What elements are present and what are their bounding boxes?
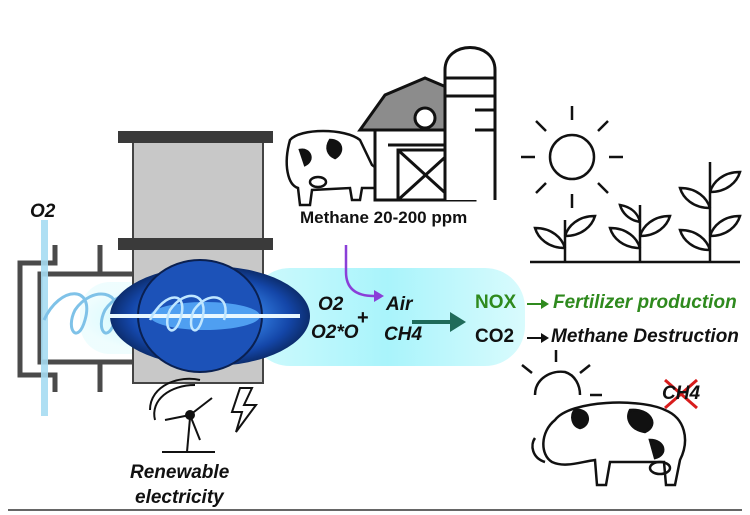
air-label: Air <box>386 294 413 315</box>
plasma-species-line2: O2*O <box>311 322 359 343</box>
cow-icon <box>531 401 687 487</box>
crossed-ch4-label: CH4 <box>662 383 701 404</box>
o2-inlet-text: O2 <box>30 201 56 222</box>
methane-inflow-arrow <box>344 245 375 298</box>
fertilizer-label: Fertilizer production <box>553 292 737 313</box>
plant-icon <box>530 162 742 264</box>
nox-label: NOX <box>475 292 517 313</box>
ch4-label: CH4 <box>384 324 423 345</box>
sun-icon <box>521 106 623 208</box>
silo-icon <box>443 46 497 200</box>
lightning-icon <box>230 387 258 433</box>
destruction-arrow <box>527 333 549 343</box>
cow-icon <box>285 129 381 207</box>
methane-destruction-label: Methane Destruction <box>551 326 739 347</box>
o2-inlet-label: O2 <box>30 201 55 223</box>
plus-sign: + <box>357 307 369 329</box>
sun-icon <box>521 350 602 397</box>
inlet-housing <box>17 245 135 392</box>
reactor <box>110 131 310 384</box>
renewable-label-line2: electricity <box>135 487 224 508</box>
fertilizer-arrow <box>527 299 549 309</box>
reaction-arrow-icon <box>412 312 466 332</box>
renewable-label-line1: Renewable <box>130 462 230 483</box>
co2-label: CO2 <box>475 326 515 347</box>
methane-range-label: Methane 20-200 ppm <box>300 208 468 227</box>
cross-mark-icon <box>664 378 698 410</box>
plasma-species-line1: O2 <box>318 294 344 315</box>
wind-turbine-icon <box>149 377 215 453</box>
